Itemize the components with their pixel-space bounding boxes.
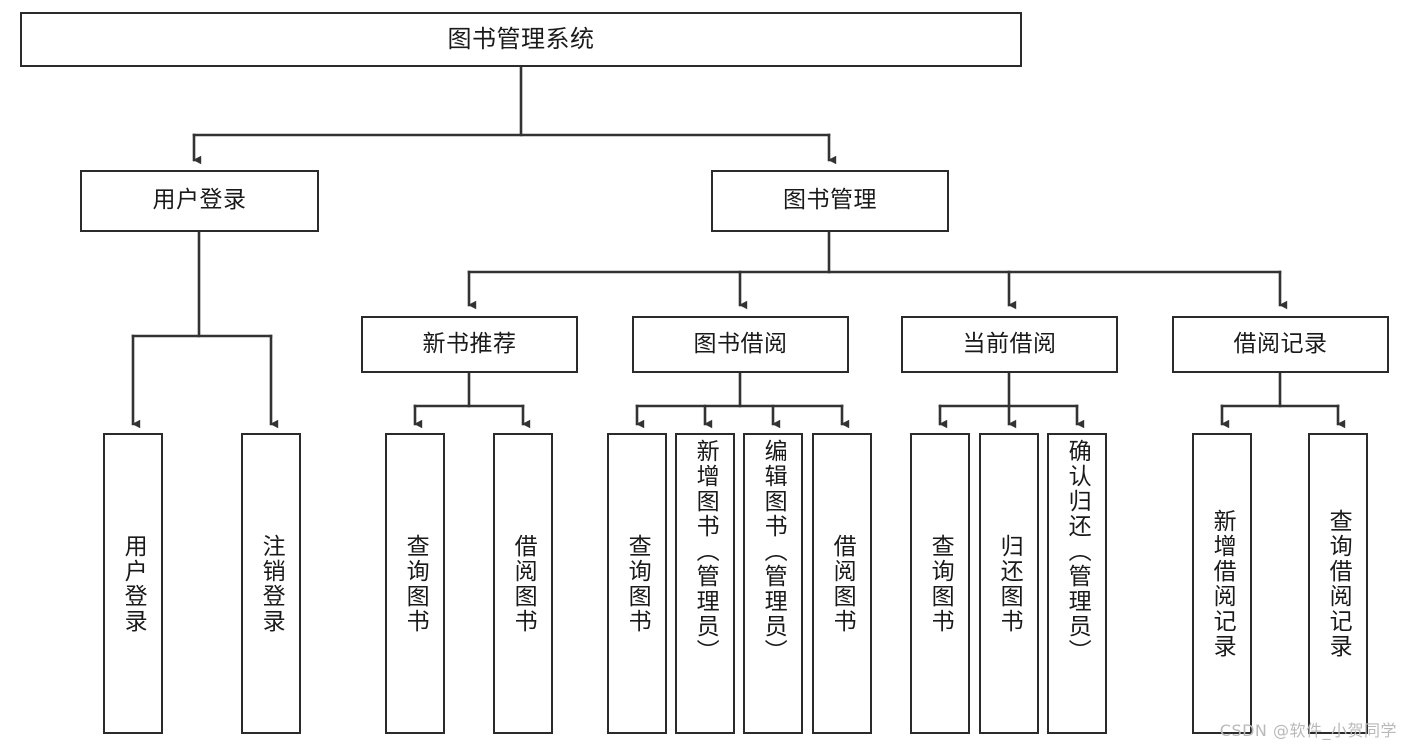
node-leaf-add-borrow-record-label: 新增借阅记录 <box>1209 508 1236 659</box>
node-leaf-user-login-label: 用户登录 <box>120 533 147 634</box>
node-leaf-return-book-label: 归还图书 <box>996 533 1023 634</box>
node-leaf-add-book-admin[interactable]: 新增图书（管理员） <box>675 433 735 734</box>
node-borrow-records[interactable]: 借阅记录 <box>1172 316 1389 373</box>
node-book-management[interactable]: 图书管理 <box>711 170 949 232</box>
node-root-label: 图书管理系统 <box>447 25 595 54</box>
node-root[interactable]: 图书管理系统 <box>20 12 1022 67</box>
node-current-borrow-label: 当前借阅 <box>962 330 1057 357</box>
node-leaf-query-borrow-record[interactable]: 查询借阅记录 <box>1308 433 1368 734</box>
node-leaf-query-book-current[interactable]: 查询图书 <box>910 433 970 734</box>
node-leaf-logout-label: 注销登录 <box>258 533 285 634</box>
node-leaf-edit-book-admin-label: 编辑图书（管理员） <box>760 439 787 664</box>
node-user-login-label: 用户登录 <box>152 187 247 214</box>
node-leaf-borrow-book-borrow[interactable]: 借阅图书 <box>812 433 872 734</box>
node-leaf-query-book-borrow-label: 查询图书 <box>624 533 651 634</box>
node-leaf-borrow-book-newbook[interactable]: 借阅图书 <box>493 433 553 734</box>
node-leaf-query-book-newbook[interactable]: 查询图书 <box>385 433 445 734</box>
node-leaf-logout[interactable]: 注销登录 <box>241 433 301 734</box>
node-user-login[interactable]: 用户登录 <box>80 170 319 232</box>
node-leaf-query-book-borrow[interactable]: 查询图书 <box>607 433 667 734</box>
node-leaf-add-borrow-record[interactable]: 新增借阅记录 <box>1192 433 1252 734</box>
node-leaf-add-book-admin-label: 新增图书（管理员） <box>692 439 719 664</box>
node-leaf-query-book-current-label: 查询图书 <box>927 533 954 634</box>
node-leaf-edit-book-admin[interactable]: 编辑图书（管理员） <box>743 433 803 734</box>
node-current-borrow[interactable]: 当前借阅 <box>901 316 1118 373</box>
node-leaf-query-borrow-record-label: 查询借阅记录 <box>1325 508 1352 659</box>
node-leaf-borrow-book-newbook-label: 借阅图书 <box>510 533 537 634</box>
node-book-borrow[interactable]: 图书借阅 <box>632 316 849 373</box>
node-borrow-records-label: 借阅记录 <box>1233 330 1328 357</box>
node-leaf-query-book-newbook-label: 查询图书 <box>402 533 429 634</box>
node-leaf-confirm-return-admin-label: 确认归还（管理员） <box>1064 439 1091 664</box>
node-leaf-return-book[interactable]: 归还图书 <box>979 433 1039 734</box>
node-leaf-borrow-book-borrow-label: 借阅图书 <box>829 533 856 634</box>
node-leaf-user-login[interactable]: 用户登录 <box>103 433 163 734</box>
watermark-text: CSDN @软件_小贺同学 <box>1219 721 1397 740</box>
node-new-book-recommend-label: 新书推荐 <box>422 330 517 357</box>
node-new-book-recommend[interactable]: 新书推荐 <box>361 316 578 373</box>
node-leaf-confirm-return-admin[interactable]: 确认归还（管理员） <box>1047 433 1107 734</box>
node-book-management-label: 图书管理 <box>783 187 877 214</box>
node-book-borrow-label: 图书借阅 <box>693 330 788 357</box>
